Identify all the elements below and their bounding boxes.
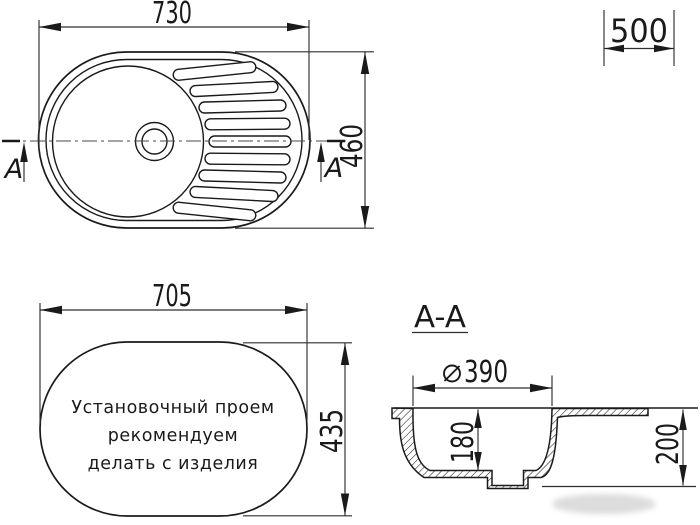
installation-opening-view: Установочный проем рекомендуем делать с … <box>39 279 352 517</box>
dimension-200: 200 <box>542 409 696 488</box>
dimension-460: 460 <box>235 51 374 229</box>
diameter-icon <box>443 364 461 383</box>
overall-height-label: 200 <box>651 423 686 465</box>
bowl-diameter-label: 390 <box>464 355 508 390</box>
sink-inner-rim <box>45 58 303 222</box>
opening-outline <box>39 341 308 517</box>
opening-height-label: 435 <box>315 409 350 453</box>
opening-width-label: 705 <box>152 279 192 314</box>
drain-outer-circle <box>134 121 175 162</box>
section-marker-left: A <box>3 154 23 185</box>
bowl-depth-label: 180 <box>446 421 481 463</box>
watermark-smudge <box>552 494 656 514</box>
drainboard-ribs <box>172 61 292 222</box>
sink-bowl <box>51 65 205 218</box>
opening-note-line2: рекомендуем <box>108 426 239 446</box>
dimension-730: 730 <box>38 0 310 152</box>
section-marker-right: A <box>323 153 343 184</box>
top-view: 730 460 A A <box>2 0 374 229</box>
section-view: A-A 390 180 <box>391 300 698 514</box>
cabinet-width-label: 500 <box>610 12 668 50</box>
section-cut-markers: A A <box>2 139 345 185</box>
top-width-label: 730 <box>152 0 192 31</box>
dimension-180: 180 <box>446 409 482 471</box>
dimension-390: 390 <box>412 355 553 406</box>
section-title: A-A <box>414 300 466 335</box>
top-height-label: 460 <box>335 124 370 168</box>
cabinet-width-dimension: 500 <box>603 10 675 66</box>
opening-note-line1: Установочный проем <box>71 398 274 418</box>
drain-inner-circle <box>141 128 168 155</box>
section-body <box>391 407 649 490</box>
opening-note-line3: делать с изделия <box>88 454 259 474</box>
dimension-705: 705 <box>39 279 308 424</box>
dimension-435: 435 <box>243 342 352 517</box>
